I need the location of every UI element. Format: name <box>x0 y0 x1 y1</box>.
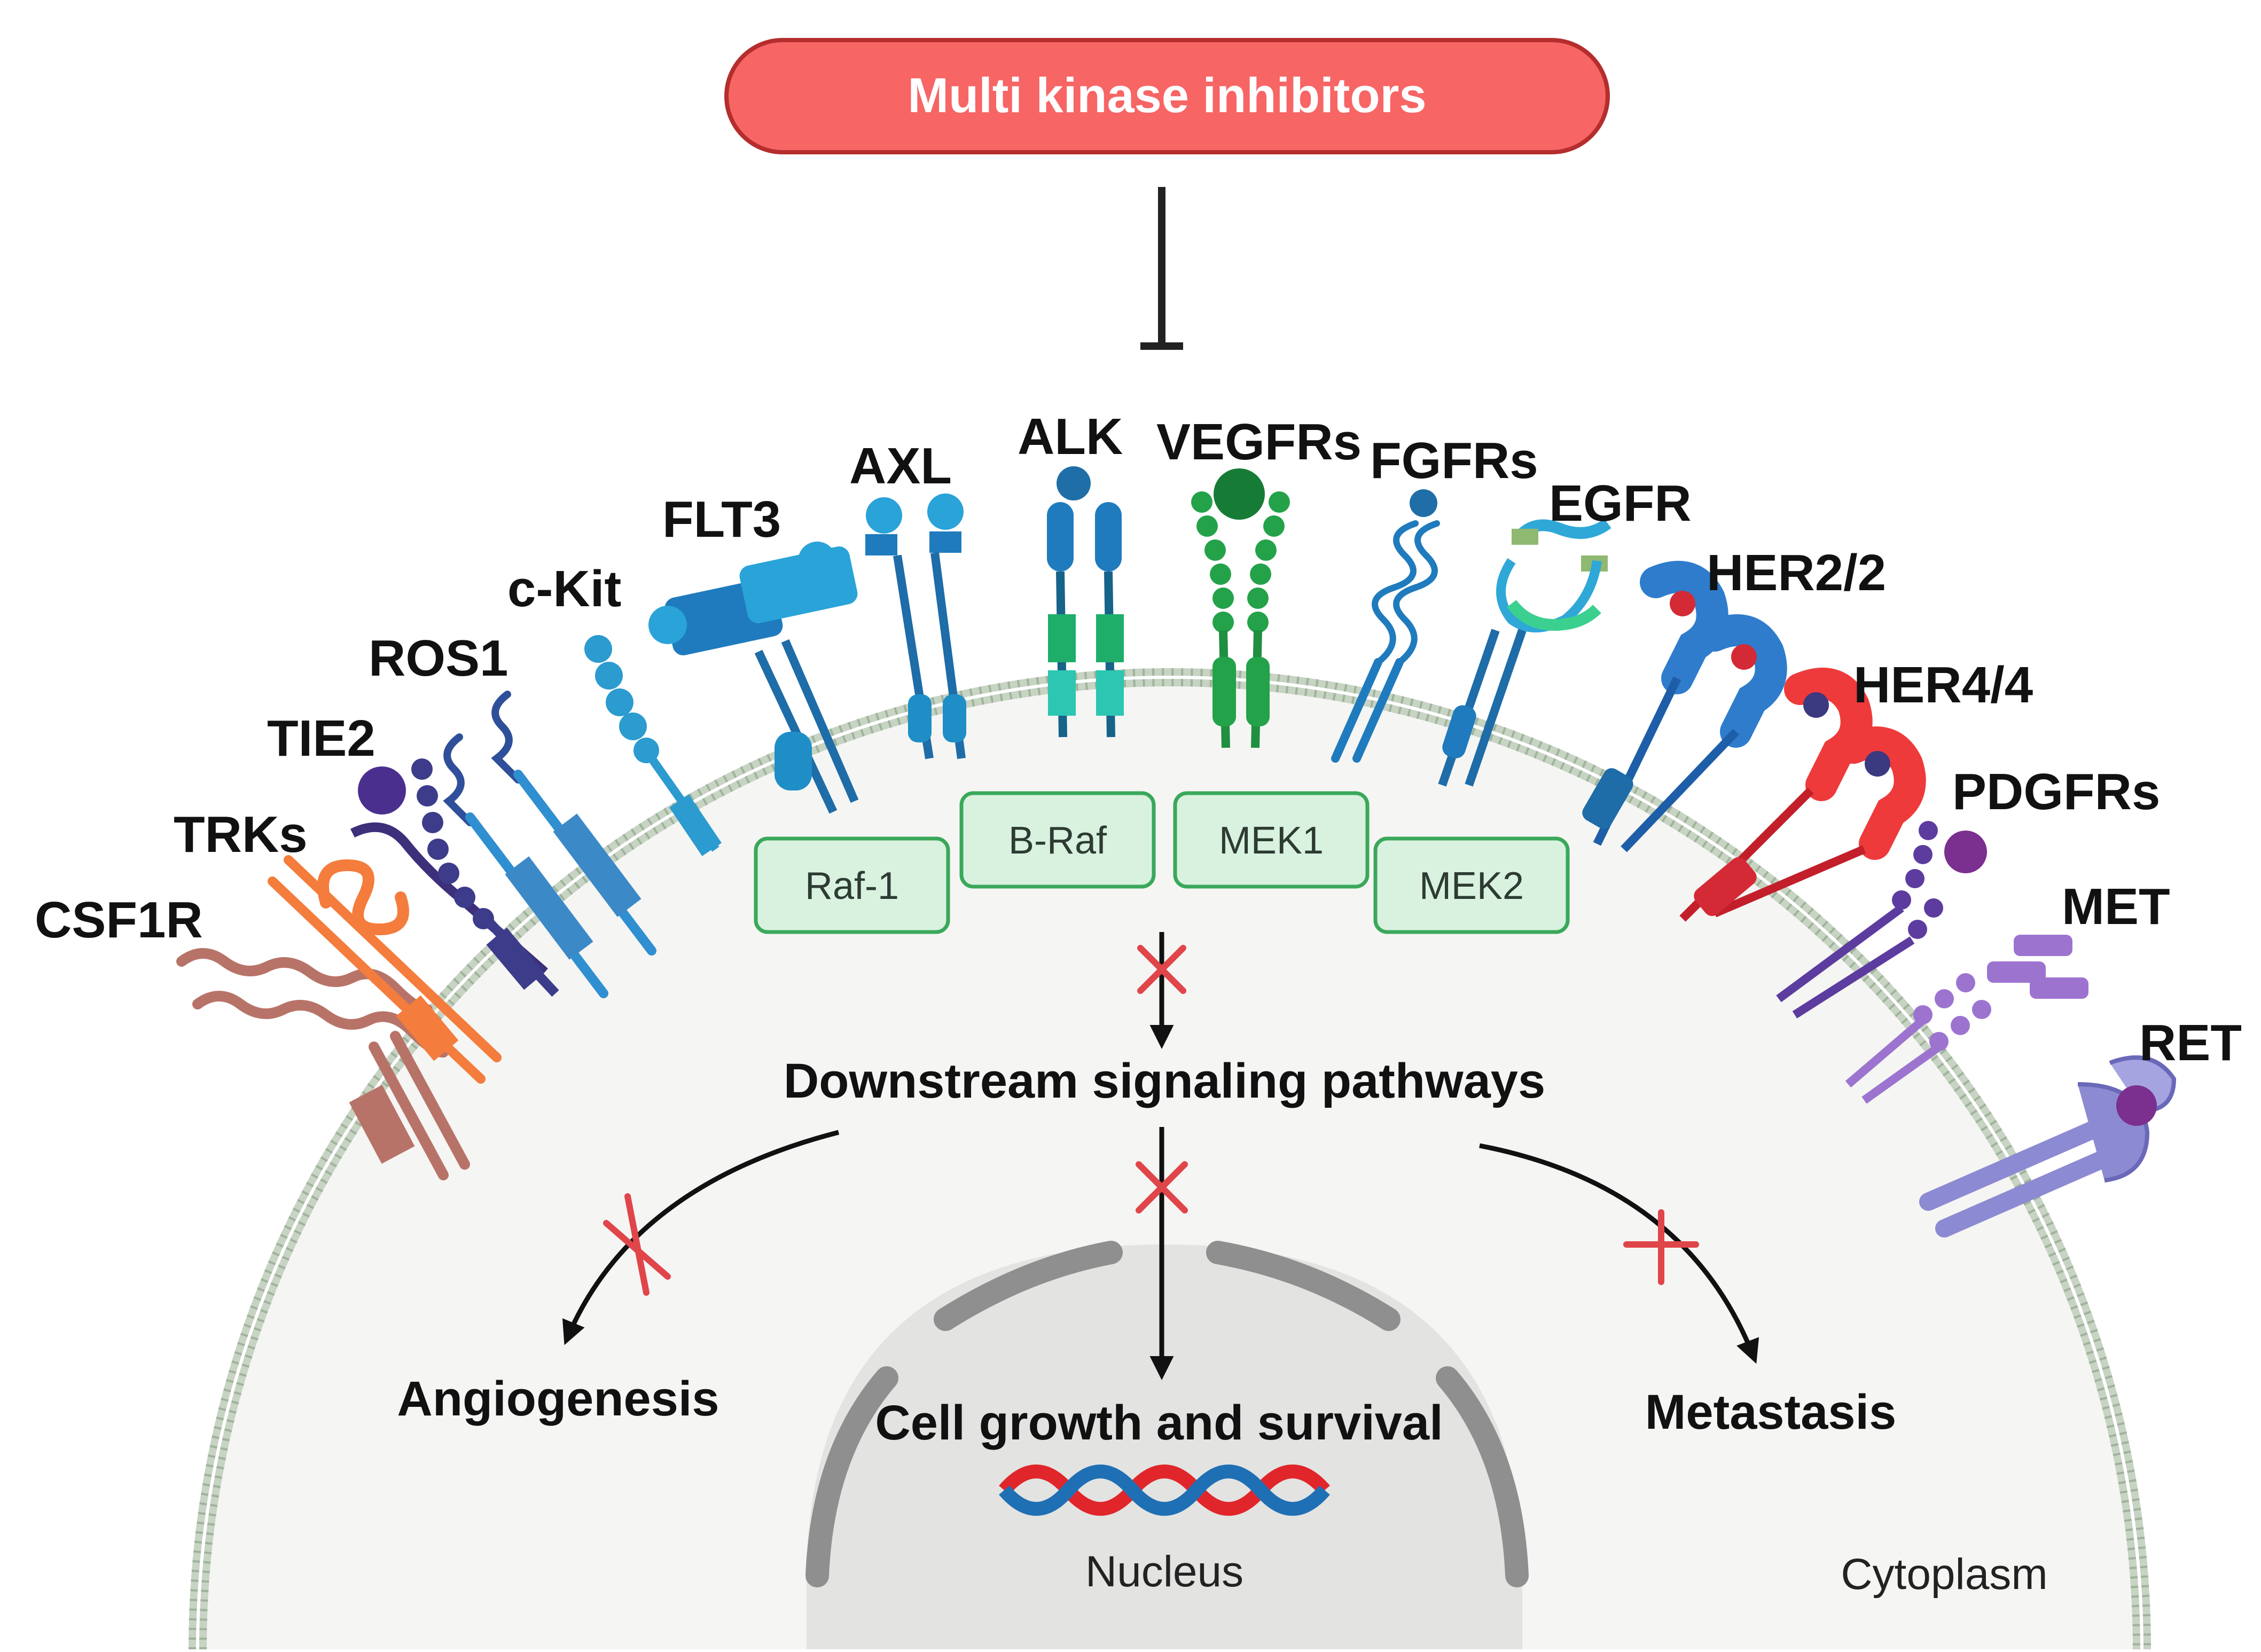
receptor-ros1-icon <box>443 691 656 998</box>
label-axl: AXL <box>849 437 952 495</box>
label-alk: ALK <box>1018 408 1123 465</box>
arrow-to-metastasis <box>1479 1143 1759 1364</box>
label-tie2: TIE2 <box>267 710 375 767</box>
receptor-vegfrs-icon <box>1191 468 1290 748</box>
nucleus <box>805 1241 1529 1649</box>
cytoplasm-area <box>198 677 2142 1649</box>
receptor-met-icon <box>1845 935 2088 1104</box>
block-x-icon <box>603 1193 671 1296</box>
label-pdgfrs: PDGFRs <box>1952 763 2160 820</box>
label-met: MET <box>2062 878 2170 935</box>
label-her22: HER2/2 <box>1707 544 1886 601</box>
label-her44: HER4/4 <box>1853 656 2033 714</box>
arrow-to-angiogenesis <box>562 1130 840 1345</box>
receptor-axl-icon <box>865 494 966 760</box>
kinase-mek2: MEK2 <box>1373 836 1570 934</box>
kinase-braf-label: B-Raf <box>1008 819 1107 862</box>
label-egfr: EGFR <box>1549 475 1692 532</box>
receptor-egfr-icon <box>1438 518 1611 787</box>
receptor-alk-icon <box>1047 466 1124 738</box>
label-fgfrs: FGFRs <box>1370 432 1538 489</box>
receptor-her22-icon <box>1582 561 1787 852</box>
downstream-label: Downstream signaling pathways <box>784 1054 1545 1108</box>
receptor-pdgfrs-icon <box>1776 821 1987 1019</box>
dna-helix-icon <box>999 1465 1330 1516</box>
receptor-tie2-icon <box>350 758 559 997</box>
label-ret: RET <box>2139 1014 2242 1071</box>
inhibitor-pill <box>724 38 1610 154</box>
receptor-ckit-icon <box>584 635 722 856</box>
block-x-icon <box>1137 945 1186 994</box>
inhibitor-title: Multi kinase inhibitors <box>907 68 1426 123</box>
kinase-mek1-label: MEK1 <box>1219 819 1324 862</box>
kinase-mek2-label: MEK2 <box>1419 865 1524 907</box>
label-csf1r: CSF1R <box>35 891 203 949</box>
outcome-metastasis: Metastasis <box>1645 1385 1896 1439</box>
kinase-mek1: MEK1 <box>1173 791 1370 889</box>
outcome-angiogenesis: Angiogenesis <box>397 1372 719 1426</box>
block-x-icon <box>1136 1161 1188 1213</box>
label-trks: TRKs <box>174 806 308 863</box>
receptor-trks-icon <box>268 855 502 1084</box>
kinase-raf1: Raf-1 <box>754 836 950 934</box>
cytoplasm-label: Cytoplasm <box>1841 1550 2047 1599</box>
receptor-flt3-icon <box>648 542 859 814</box>
label-vegfrs: VEGFRs <box>1156 413 1362 471</box>
label-ckit: c-Kit <box>507 560 621 617</box>
receptor-fgfrs-icon <box>1331 489 1440 763</box>
label-flt3: FLT3 <box>662 491 781 548</box>
outcome-growth: Cell growth and survival <box>875 1396 1443 1450</box>
receptor-csf1r-icon <box>176 948 470 1180</box>
block-x-icon <box>1623 1209 1699 1285</box>
inhibition-tbar-icon <box>1140 187 1183 350</box>
receptor-ret-icon <box>1919 1055 2177 1238</box>
label-ros1: ROS1 <box>369 630 508 687</box>
nucleus-label: Nucleus <box>1085 1547 1243 1596</box>
receptor-her44-icon <box>1679 668 1926 922</box>
kinase-braf: B-Raf <box>959 791 1156 889</box>
kinase-raf1-label: Raf-1 <box>805 865 899 907</box>
cell-membrane <box>189 668 2151 1650</box>
